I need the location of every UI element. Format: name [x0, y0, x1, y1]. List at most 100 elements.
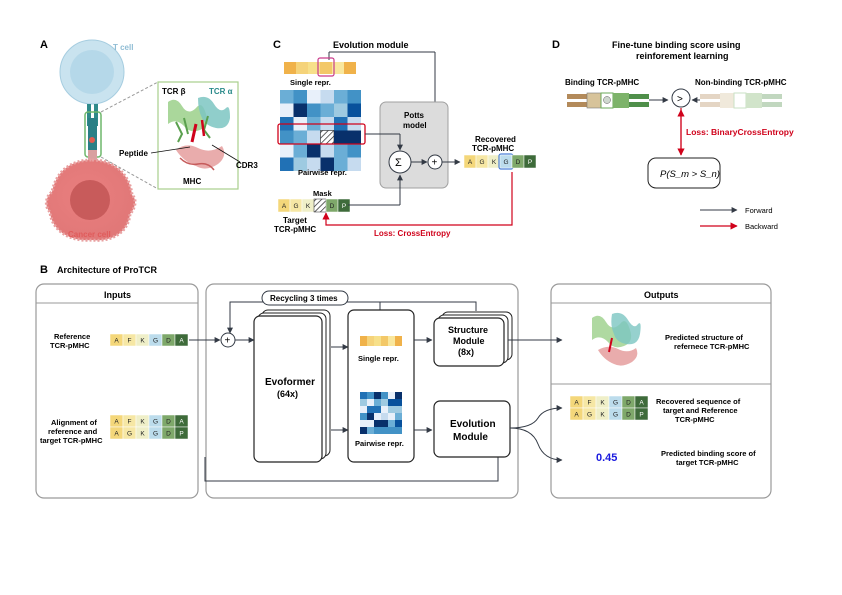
- heatmap-cell: [395, 392, 402, 399]
- legend-backward-label: Backward: [745, 222, 778, 231]
- probability-formula: P(S_m > S_n): [660, 169, 720, 180]
- heatmap-cell: [374, 399, 381, 406]
- heatmap-cell: [334, 130, 348, 144]
- heatmap-cell: [374, 392, 381, 399]
- c-single-repr-bar: [284, 57, 356, 77]
- sigma-symbol: Σ: [395, 157, 402, 169]
- heatmap-cell: [320, 103, 334, 117]
- residue-letter: D: [626, 400, 631, 407]
- heatmap-cell: [280, 103, 294, 117]
- single-repr-cell: [367, 336, 374, 346]
- heatmap-cell: [395, 399, 402, 406]
- heatmap-cell: [388, 413, 395, 420]
- heatmap-cell: [280, 157, 294, 171]
- peptide-dot: [89, 137, 95, 143]
- residue-letter: D: [330, 203, 335, 210]
- b-plus-symbol: +: [225, 336, 231, 347]
- recycling-label: Recycling 3 times: [270, 294, 338, 303]
- cdr3-pointer: [211, 144, 241, 163]
- residue-letter: F: [128, 338, 132, 345]
- heatmap-cell: [293, 144, 307, 158]
- residue-cell: [174, 426, 189, 440]
- heatmap-cell: [347, 157, 361, 171]
- heatmap-cell: [367, 427, 374, 434]
- heatmap-cell: [293, 90, 307, 104]
- plus-symbol: +: [432, 158, 438, 169]
- out-score-label-1: Predicted binding score of: [661, 449, 756, 458]
- single-repr-cell: [395, 336, 402, 346]
- heatmap-cell: [307, 103, 321, 117]
- t-cell-nucleus: [70, 50, 114, 94]
- peptide-label: Peptide: [119, 149, 148, 158]
- heatmap-cell: [334, 157, 348, 171]
- tcr-alpha-label: TCR α: [209, 87, 233, 96]
- heatmap-cell: [381, 413, 388, 420]
- heatmap-cell: [320, 144, 334, 158]
- evolution-label-1: Evolution: [450, 419, 496, 430]
- potts-model-label-2: model: [403, 121, 427, 130]
- panel-b: B Architecture of ProTCR Inputs Referenc…: [35, 264, 772, 499]
- residue-letter: G: [293, 203, 298, 210]
- residue-letter: A: [468, 159, 473, 166]
- out-seq-label-3: TCR-pMHC: [675, 415, 715, 424]
- residue-letter: K: [600, 412, 605, 419]
- target-label-1: Target: [283, 216, 307, 225]
- panel-a: A T cell Cancer cell TCR β TCR α: [40, 39, 258, 242]
- residue-letter: G: [153, 419, 158, 426]
- alignment-label-3: target TCR-pMHC: [40, 436, 103, 445]
- out-seq-label-2: target and Reference: [663, 406, 738, 415]
- heatmap-cell: [367, 420, 374, 427]
- residue-letter: G: [153, 431, 158, 438]
- b-single-repr-bar: [360, 336, 402, 346]
- non-binding-label: Non-binding TCR-pMHC: [695, 78, 787, 87]
- residue-letter: A: [114, 419, 119, 426]
- residue-letter: P: [342, 203, 346, 210]
- tcr-body: [88, 118, 97, 150]
- comparator-symbol: >: [677, 94, 683, 105]
- heatmap-cell: [360, 406, 367, 413]
- cancer-cell-label: Cancer cell: [68, 230, 111, 239]
- b-pairwise-repr-label: Pairwise repr.: [355, 439, 404, 448]
- heatmap-cell: [395, 413, 402, 420]
- heatmap-cell: [395, 427, 402, 434]
- t-cell-label: T cell: [113, 43, 133, 52]
- heatmap-cell: [347, 144, 361, 158]
- heatmap-cell: [374, 427, 381, 434]
- panel-b-title: Architecture of ProTCR: [57, 265, 158, 275]
- heatmap-cell: [367, 392, 374, 399]
- structure-module-box: [433, 317, 505, 367]
- heatmap-cell: [360, 427, 367, 434]
- cancer-cell-nucleus: [70, 180, 110, 220]
- panel-b-letter: B: [40, 264, 48, 276]
- residue-letter: D: [166, 419, 171, 426]
- residue-letter: A: [574, 412, 579, 419]
- tcr-stalk-left: [87, 104, 91, 126]
- residue-letter: G: [503, 159, 508, 166]
- alignment-label-2: reference and: [48, 427, 98, 436]
- panel-d: D Fine-tune binding score using reinfore…: [552, 39, 794, 231]
- heatmap-cell: [334, 90, 348, 104]
- residue-letter: G: [479, 159, 484, 166]
- b-single-repr-label: Single repr.: [358, 354, 399, 363]
- inputs-title: Inputs: [104, 290, 131, 300]
- residue-letter: K: [600, 400, 605, 407]
- binding-complex-icon: [567, 92, 649, 109]
- residue-letter: K: [492, 159, 497, 166]
- single-repr-cell: [374, 336, 381, 346]
- heatmap-cell: [388, 420, 395, 427]
- structure-label-1: Structure: [448, 325, 488, 335]
- recovered-label-1: Recovered: [475, 135, 516, 144]
- heatmap-cell: [360, 420, 367, 427]
- evoformer-label-2: (64x): [277, 389, 298, 399]
- residue-cell: [174, 333, 189, 347]
- residue-letter: A: [114, 338, 119, 345]
- heatmap-cell: [347, 90, 361, 104]
- out-structure-label-1: Predicted structure of: [665, 333, 743, 342]
- evolution-label-2: Module: [453, 432, 488, 443]
- heatmap-cell: [280, 130, 294, 144]
- comparator-node: [671, 88, 691, 108]
- heatmap-cell: [381, 392, 388, 399]
